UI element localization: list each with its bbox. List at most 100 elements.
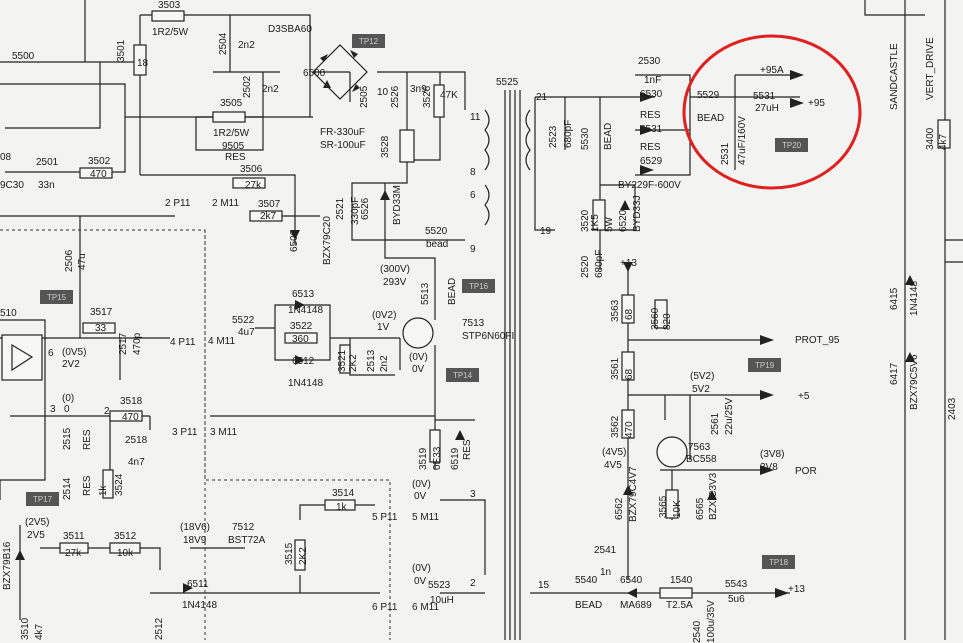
component-label: 3561 — [610, 357, 621, 380]
component-label: 2523 — [548, 125, 559, 148]
component-label: 5525 — [496, 77, 519, 88]
component-label: 5u6 — [728, 594, 745, 605]
component-label: SANDCASTLE — [889, 43, 900, 110]
component-label: 6 — [470, 190, 476, 201]
component-label: RES — [640, 142, 661, 153]
component-label: 1540 — [670, 575, 693, 586]
component-label: 3524 — [114, 473, 125, 496]
testpoint-label: TP14 — [453, 371, 473, 380]
component-label: 2 M11 — [212, 198, 239, 209]
component-label: 5543 — [725, 579, 748, 590]
component-label: 2512 — [154, 617, 165, 640]
component-label: (3V8) — [760, 449, 784, 460]
testpoint-label: TP16 — [469, 282, 489, 291]
component-label: 1k — [336, 502, 348, 513]
component-label: 2504 — [218, 32, 229, 55]
component-label: 1N4148 — [909, 281, 920, 316]
component-label: 6500 — [303, 68, 326, 79]
component-label: 2540 — [692, 620, 703, 643]
component-label: (5V2) — [690, 371, 714, 382]
component-label: 7563 — [688, 442, 711, 453]
highlight-circle — [682, 34, 862, 190]
component-label: RES — [462, 439, 473, 460]
component-label: 2518 — [125, 435, 148, 446]
component-label: 5 P11 — [372, 512, 398, 523]
testpoint-label: TP20 — [782, 141, 802, 150]
component-label: 330pF — [350, 197, 361, 225]
component-label: 3V8 — [760, 462, 778, 473]
component-label: 6511 — [187, 579, 209, 590]
component-label: 2403 — [947, 397, 958, 420]
component-label: 2530 — [638, 56, 661, 67]
component-label: 6562 — [614, 497, 625, 520]
component-label: 10K — [672, 500, 683, 518]
component-label: 2V5 — [27, 530, 45, 541]
component-label: 1R2/5W — [152, 27, 189, 38]
component-label: 2501 — [36, 157, 59, 168]
testpoint-flag: TP15 — [40, 290, 73, 304]
component-label: 1K5 — [590, 214, 601, 232]
component-label: (18V6) — [180, 522, 210, 533]
component-label: 1N4148 — [288, 305, 323, 316]
component-label: 27k — [65, 548, 82, 559]
testpoint-label: TP18 — [769, 558, 789, 567]
component-label: 47uF/160V — [737, 116, 748, 165]
testpoint-flag: TP19 — [748, 358, 781, 372]
component-label: 5520 — [425, 226, 448, 237]
component-label: BST72A — [228, 535, 266, 546]
component-label: 2515 — [62, 427, 73, 450]
component-label: 3501 — [116, 39, 127, 62]
component-label: 3560 — [650, 307, 661, 330]
component-label: 6530 — [640, 89, 663, 100]
component-label: SR-100uF — [320, 140, 366, 151]
component-label: 2526 — [390, 85, 401, 108]
component-label: 6506 — [289, 229, 300, 252]
component-label: 3 — [50, 404, 56, 415]
component-label: 6 — [48, 348, 54, 359]
testpoint-flag: TP16 — [462, 279, 495, 293]
component-label: POR — [795, 466, 817, 477]
component-label: 3502 — [88, 156, 111, 167]
testpoint-flag: TP14 — [446, 368, 479, 382]
component-label: 4V5 — [604, 460, 622, 471]
component-label: 2n2 — [379, 355, 390, 372]
component-label: 3519 — [418, 447, 429, 470]
component-label: 293V — [383, 277, 407, 288]
component-label: 3503 — [158, 0, 181, 11]
component-label: BEAD — [447, 278, 458, 305]
component-label: RES — [640, 110, 661, 121]
component-label: (0V5) — [62, 347, 86, 358]
component-label: BY229F-600V — [618, 180, 681, 191]
component-label: BEAD — [575, 600, 602, 611]
component-label: 33n — [38, 180, 55, 191]
component-label: 3528 — [380, 135, 391, 158]
component-label: 15 — [538, 580, 550, 591]
component-label: 3512 — [114, 531, 137, 542]
component-label: 6540 — [620, 575, 643, 586]
component-label: BEAD — [603, 123, 614, 150]
component-label: 3522 — [290, 321, 313, 332]
component-label: 4u7 — [238, 327, 255, 338]
component-label: 510 — [0, 308, 17, 319]
component-label: 1R2/5W — [213, 128, 250, 139]
component-label: 33 — [95, 323, 107, 334]
component-label: VERT_DRIVE — [925, 37, 936, 100]
component-label: 3514 — [332, 488, 355, 499]
component-label: 3511 — [63, 531, 85, 542]
component-label: 6513 — [292, 289, 315, 300]
component-label: 3400 — [925, 127, 936, 150]
component-label: 3506 — [240, 164, 263, 175]
component-label: 5W — [604, 216, 615, 232]
component-label: 19 — [540, 226, 552, 237]
testpoint-flag: TP17 — [26, 492, 59, 506]
component-label: 2K2 — [298, 547, 309, 565]
component-label: 2561 — [710, 412, 721, 435]
testpoint-flag: TP20 — [775, 138, 808, 152]
component-label: 10 — [377, 87, 389, 98]
component-label: 470 — [122, 412, 139, 423]
component-label: 2K2 — [348, 354, 359, 372]
component-label: 10k — [117, 548, 134, 559]
